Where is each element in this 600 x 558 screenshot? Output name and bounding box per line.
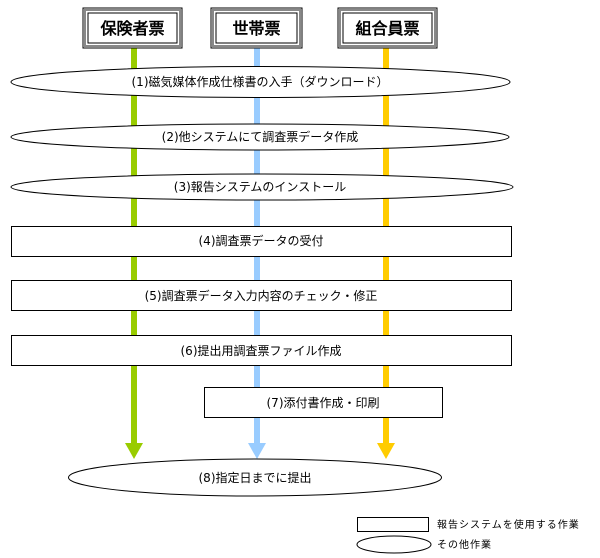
lane-header-label: 世帯票	[232, 19, 280, 38]
step-label: (7)添付書作成・印刷	[267, 396, 380, 410]
step-label: (2)他システムにて調査票データ作成	[162, 129, 359, 144]
step-label: (6)提出用調査票ファイル作成	[181, 343, 342, 358]
arrow-head-icon	[248, 443, 266, 459]
legend: 報告システムを使用する作業 その他作業	[356, 517, 580, 554]
lane-header-label: 保険者票	[99, 19, 164, 38]
step-label: (1)磁気媒体作成仕様書の入手（ダウンロード）	[132, 74, 389, 89]
step-label: (5)調査票データ入力内容のチェック・修正	[145, 288, 378, 303]
step-label: (3)報告システムのインストール	[174, 180, 346, 194]
legend-system-swatch	[357, 517, 429, 532]
legend-system-label: 報告システムを使用する作業	[437, 518, 580, 531]
step-8: (8)指定日までに提出	[68, 458, 442, 497]
step-1: (1)磁気媒体作成仕様書の入手（ダウンロード）	[10, 66, 511, 98]
arrow-head-icon	[377, 443, 395, 459]
lane-header-label: 組合員票	[355, 19, 419, 38]
legend-other-label: その他作業	[437, 538, 492, 551]
lane-header-kumiaiin: 組合員票	[337, 7, 438, 49]
step-label: (4)調査票データの受付	[199, 233, 324, 248]
lane-header-hokensha: 保険者票	[82, 7, 183, 49]
step-7: (7)添付書作成・印刷	[204, 387, 443, 418]
step-3: (3)報告システムのインストール	[10, 173, 514, 201]
step-2: (2)他システムにて調査票データ作成	[10, 123, 510, 151]
step-5: (5)調査票データ入力内容のチェック・修正	[11, 280, 512, 311]
lane-header-setai: 世帯票	[210, 7, 303, 49]
step-6: (6)提出用調査票ファイル作成	[11, 335, 512, 366]
step-label: (8)指定日までに提出	[199, 470, 312, 485]
legend-other-swatch	[356, 535, 432, 554]
step-4: (4)調査票データの受付	[11, 226, 512, 257]
arrow-head-icon	[125, 443, 143, 459]
